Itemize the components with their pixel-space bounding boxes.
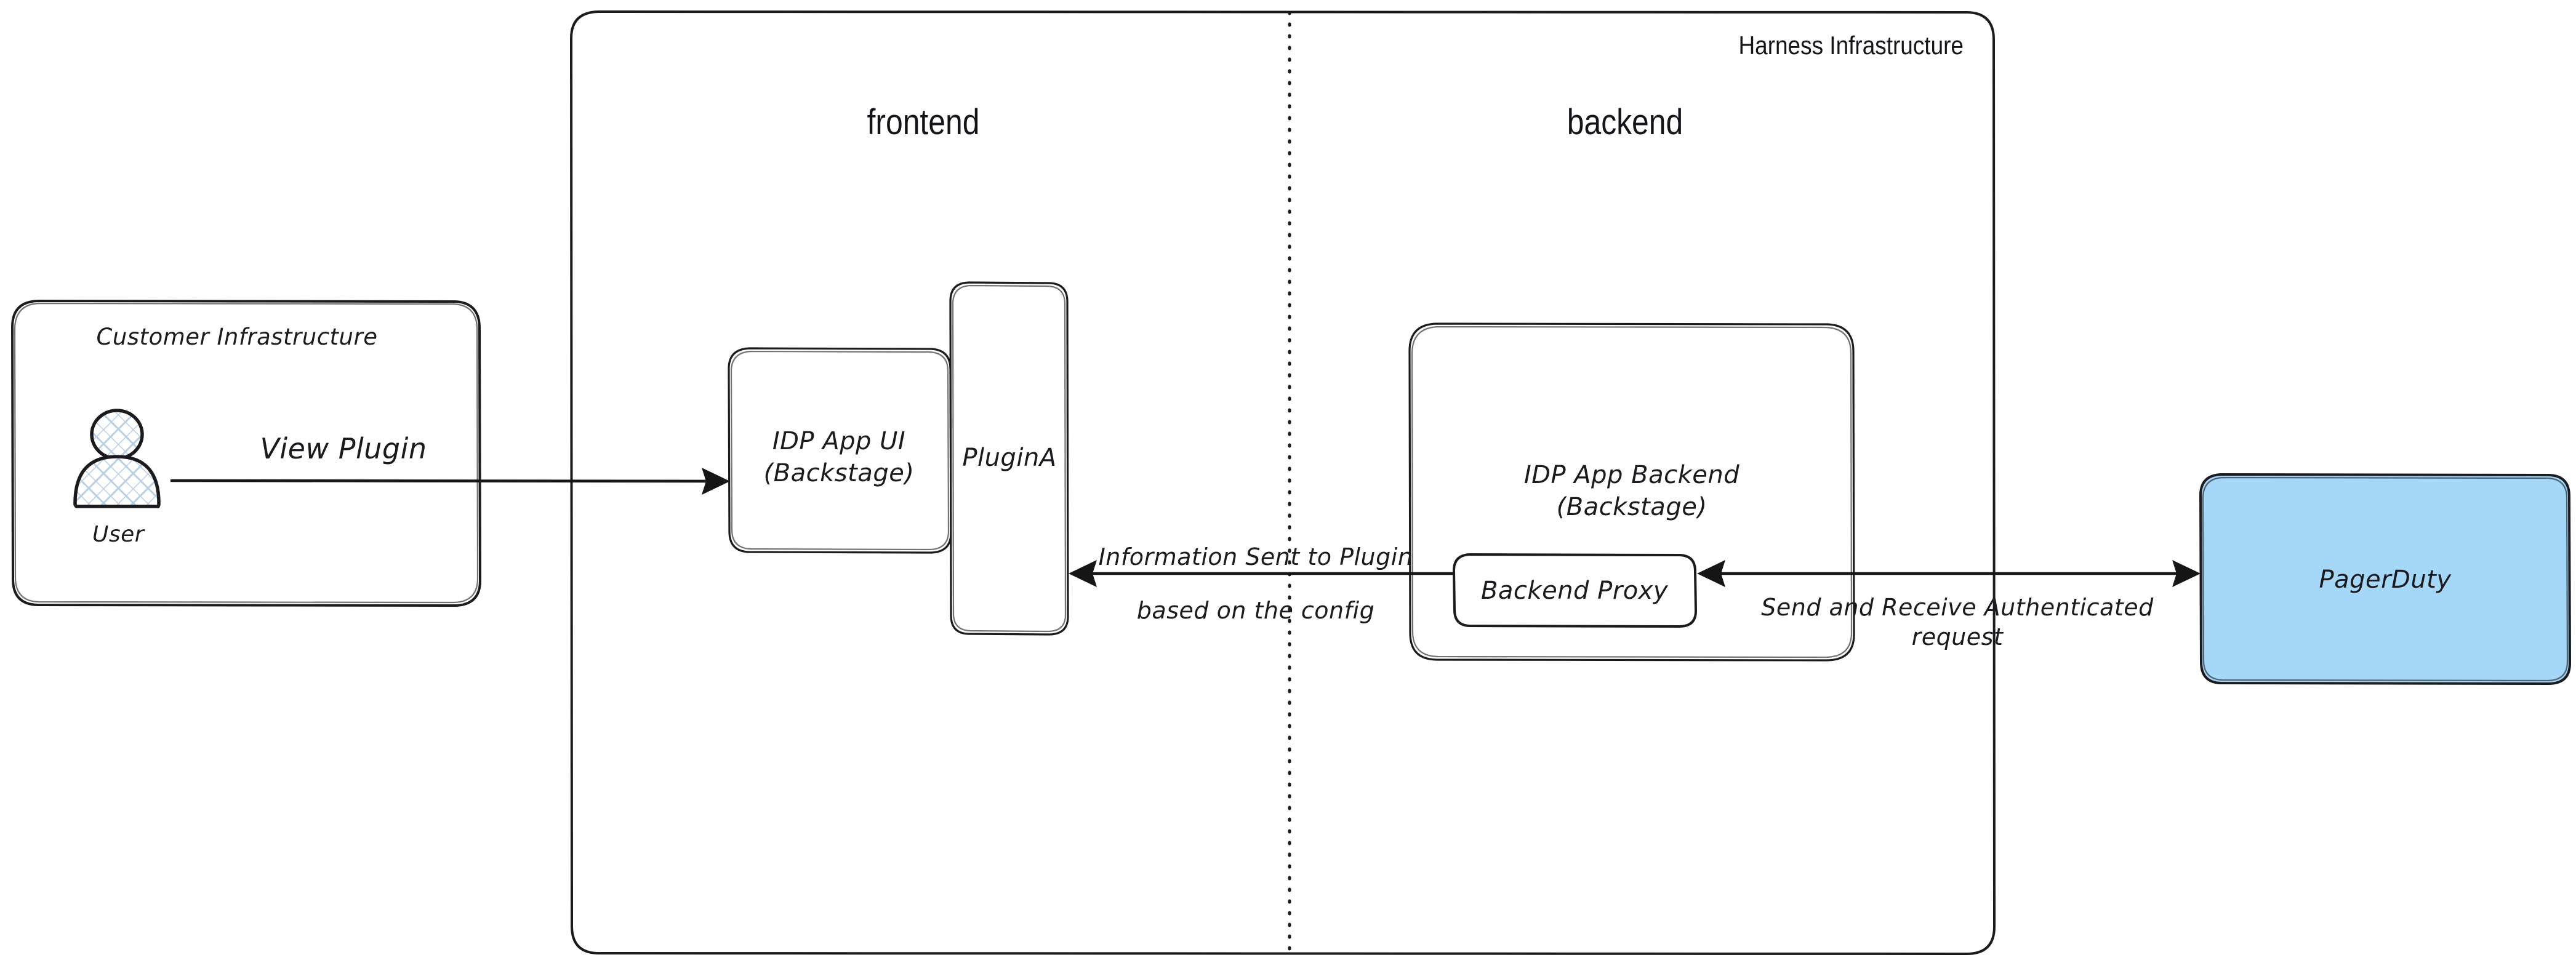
plugin-a-box[interactable] (949, 281, 1069, 636)
idp-app-ui-label-line1: IDP App UI (772, 427, 905, 455)
backend-proxy-box[interactable] (1453, 553, 1697, 628)
pagerduty-label: PagerDuty (2319, 566, 2452, 594)
idp-app-ui-label-line2: (Backstage) (764, 459, 915, 487)
plugin-a-label: PluginA (962, 444, 1056, 472)
user-actor-label: User (92, 522, 145, 547)
edge-label-information-sent-line1: Information Sent to Plugin (1099, 543, 1413, 570)
idp-app-ui-box[interactable] (728, 347, 952, 554)
pagerduty-box[interactable] (2199, 473, 2571, 685)
arrow-proxy-to-pagerduty (1697, 560, 2201, 587)
edge-label-authenticated-request-line2: request (1912, 623, 2004, 650)
edge-label-view-plugin: View Plugin (260, 432, 427, 465)
backend-proxy-label: Backend Proxy (1481, 577, 1669, 605)
customer-infrastructure-container (11, 300, 481, 607)
customer-infrastructure-label: Customer Infrastructure (97, 324, 378, 350)
harness-infrastructure-container (570, 10, 1996, 955)
user-actor-icon (73, 409, 161, 508)
arrow-user-to-idp-ui (170, 468, 730, 495)
section-label-frontend: frontend (867, 103, 980, 142)
harness-infrastructure-label: Harness Infrastructure (1738, 31, 1964, 60)
edge-label-authenticated-request-line1: Send and Receive Authenticated (1761, 594, 2154, 621)
idp-app-backend-label-line2: (Backstage) (1557, 493, 1707, 521)
edge-label-information-sent-line2: based on the config (1137, 597, 1374, 624)
idp-app-backend-label-line1: IDP App Backend (1524, 461, 1739, 489)
arrow-proxy-to-plugin (1069, 560, 1453, 587)
section-label-backend: backend (1567, 103, 1683, 142)
